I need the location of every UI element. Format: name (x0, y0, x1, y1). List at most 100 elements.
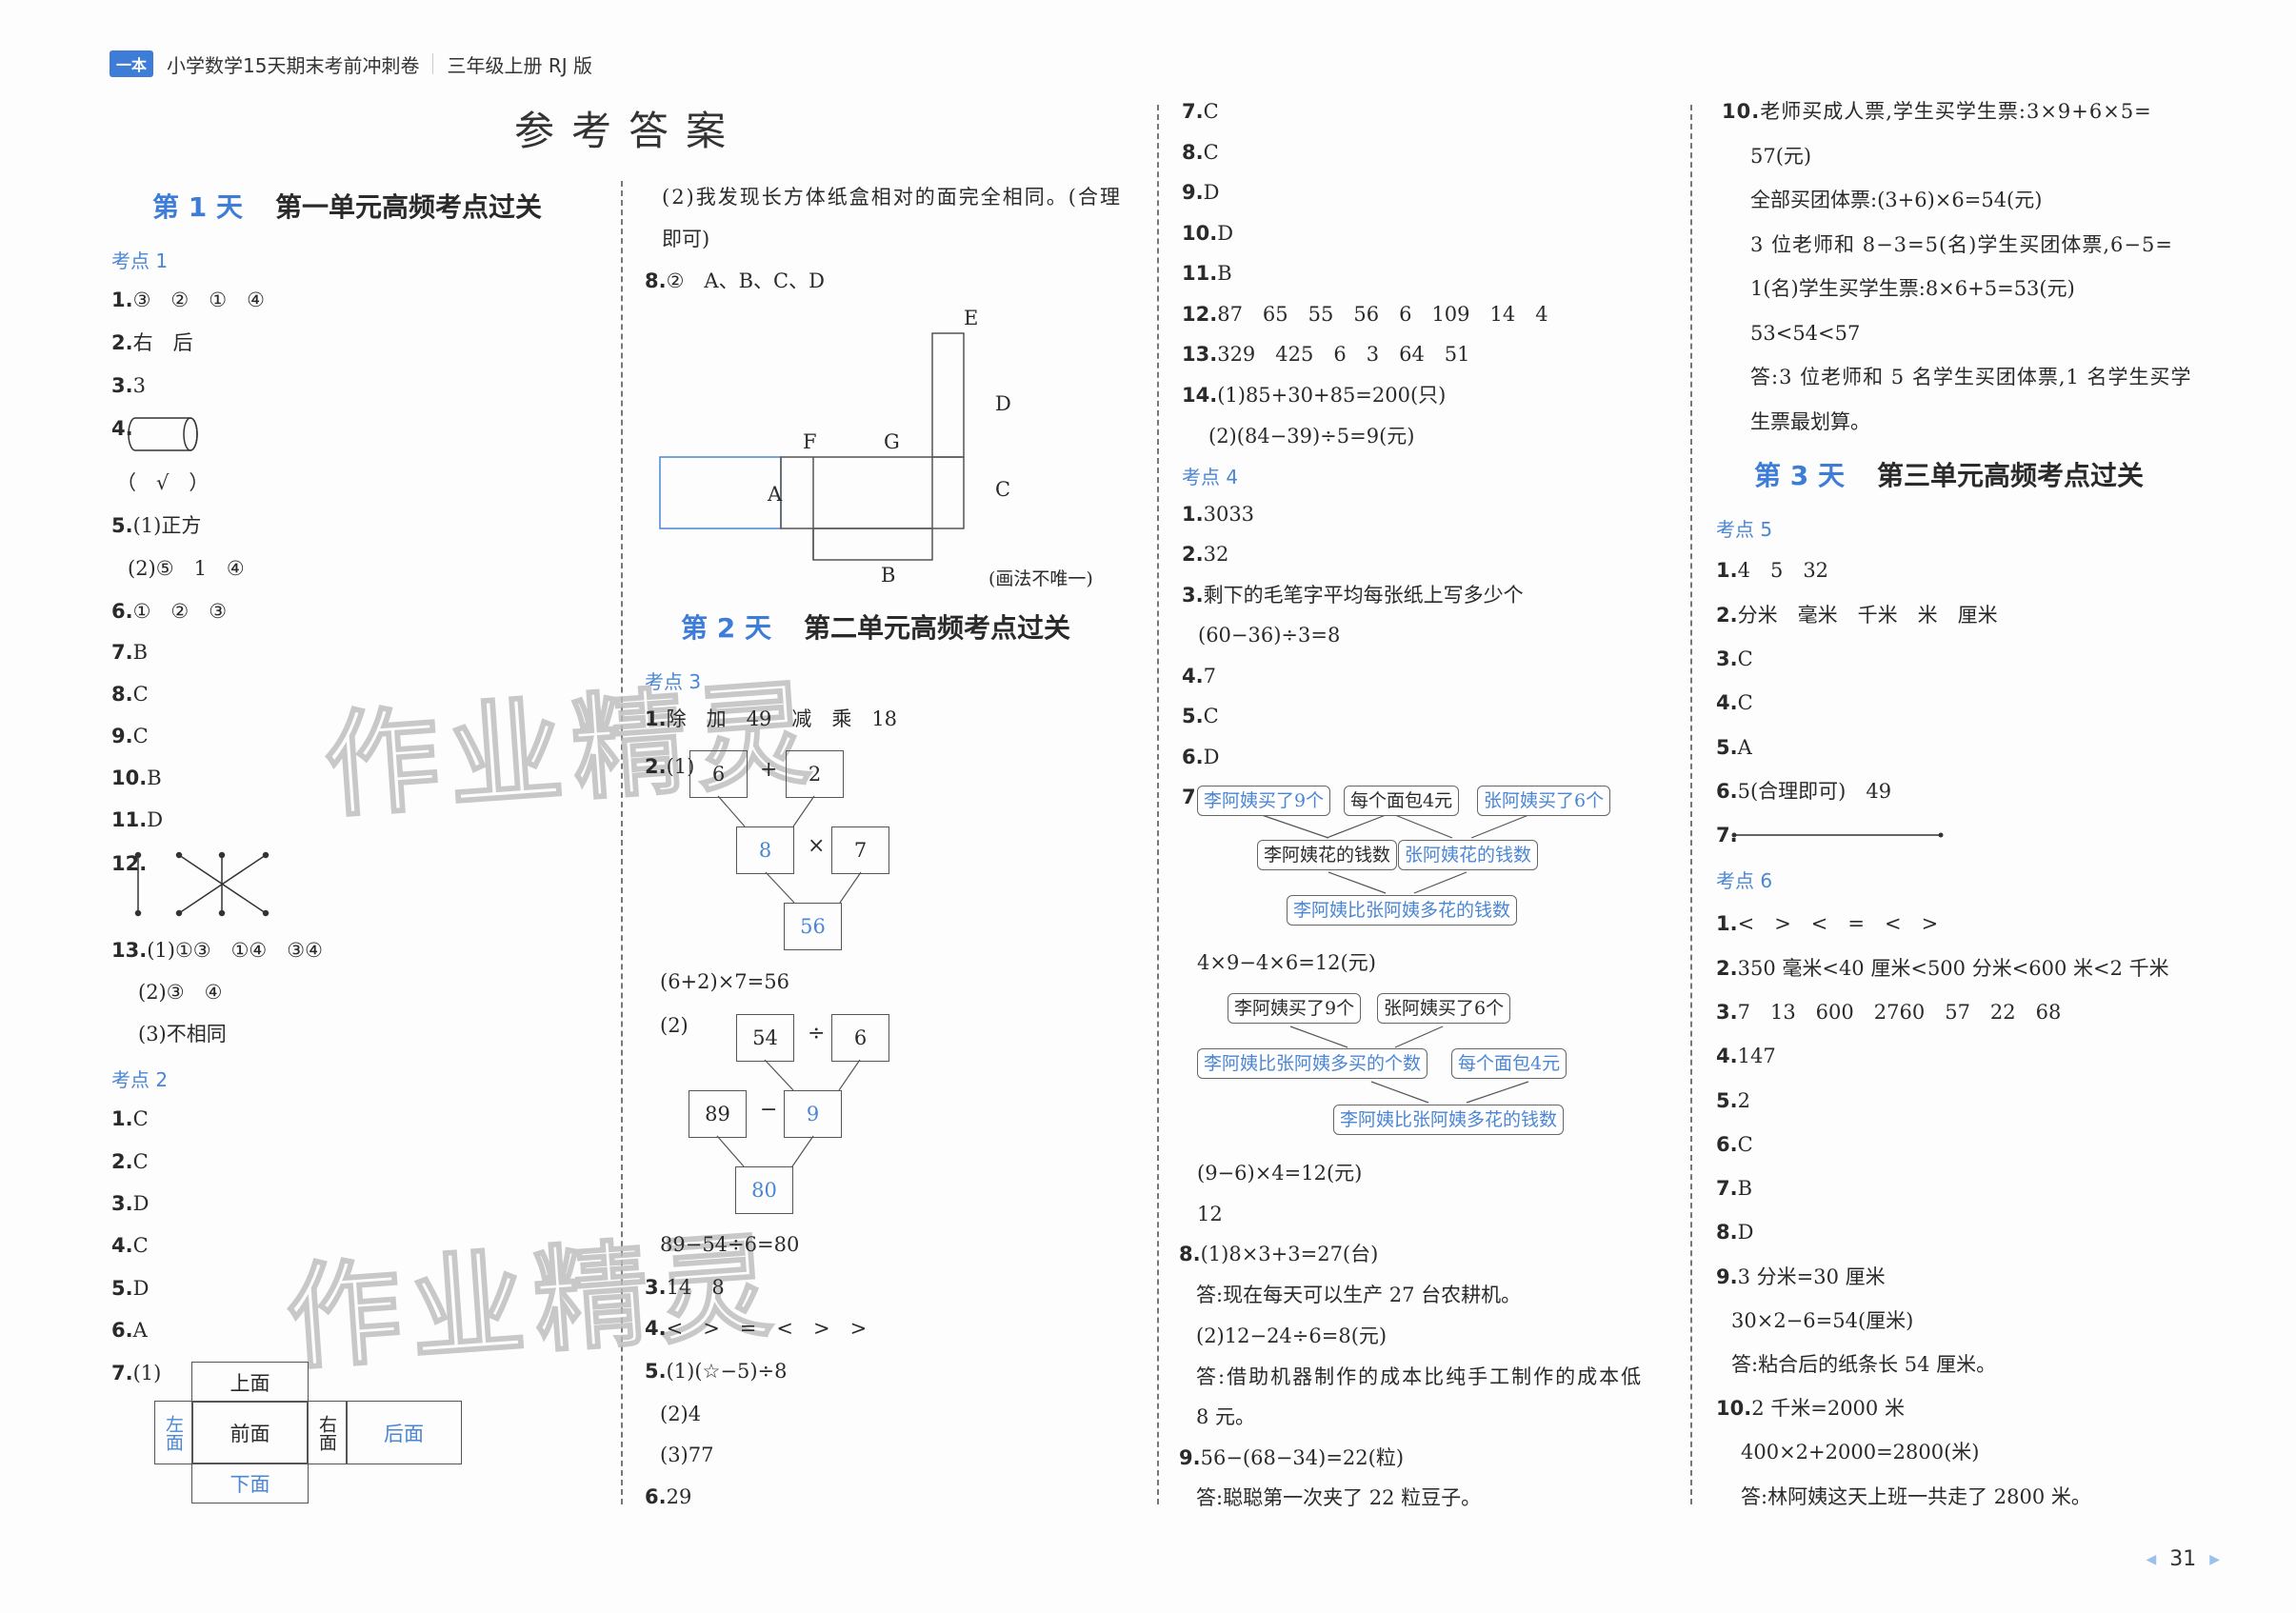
answer-subline: (60−36)÷3=8 (1198, 624, 1341, 647)
answer-line: 7.B (1716, 1177, 1753, 1200)
answer-subline: 答:粘合后的纸条长 54 厘米。 (1731, 1353, 1997, 1376)
answer-line: 11.B (1182, 262, 1232, 285)
answer-subline: 答:聪聪第一次夹了 22 粒豆子。 (1196, 1486, 1482, 1509)
answer-line: 5.A (1716, 736, 1752, 759)
header-divider (432, 53, 434, 74)
answer-subline: 12 (1197, 1203, 1223, 1225)
answer-line: 1.4 5 32 (1716, 559, 1829, 582)
answer-subline: 答:林阿姨这天上班一共走了 2800 米。 (1741, 1485, 2091, 1508)
answer-line: 8.(1)8×3+3=27(台) (1179, 1243, 1379, 1265)
answer-line: 13.(1)①③ ①④ ③④ (111, 939, 323, 962)
answer-line: 9.D (1182, 181, 1220, 204)
diag2-box: 每个面包4元 (1451, 1048, 1567, 1079)
answer-line: 1.< > < = < > (1716, 912, 1939, 935)
answer-line: 12.87 65 55 56 6 109 14 4 (1182, 303, 1548, 326)
answer-line: 6.A (111, 1319, 148, 1342)
column-divider (621, 181, 623, 1504)
answer-line: 2.右 后 (111, 331, 193, 354)
diag1-box: 每个面包4元 (1344, 786, 1460, 816)
answer-line: 2.(1) (645, 755, 695, 778)
answer-subline: 答:借助机器制作的成本比纯手工制作的成本低 (1196, 1365, 1644, 1388)
day-title: 第三单元高频考点过关 (1876, 460, 2144, 491)
cylinder-figure (128, 417, 198, 451)
next-arrow-icon: ▶ (2209, 1551, 2220, 1567)
page-title: 参考答案 (514, 108, 744, 154)
answer-subline: (2)我发现长方体纸盒相对的面完全相同。(合理 (662, 186, 1122, 209)
answer-subline: (2)(84−39)÷5=9(元) (1208, 425, 1415, 448)
day1-heading: 第 1 天第一单元高频考点过关 (152, 187, 542, 225)
tree1-box-b: 2 (786, 750, 844, 798)
fig-label-C: C (995, 478, 1011, 501)
answer-line: 4. (111, 417, 133, 440)
tree2-op2: − (760, 1098, 778, 1122)
answer-line: 2.分米 毫米 千米 米 厘米 (1716, 604, 1998, 627)
tree1-box-result: 56 (784, 903, 842, 950)
check-mark: （ √ ） (116, 471, 210, 494)
answer-line: 5.2 (1716, 1089, 1750, 1112)
answer-line: 8.C (1182, 141, 1219, 164)
net-right: 右面 (307, 1401, 348, 1464)
answer-line: 10.D (1182, 222, 1234, 245)
diag1-result: 李阿姨比张阿姨多花的钱数 (1287, 895, 1518, 926)
fig-label-E: E (964, 307, 979, 329)
tree2-box-a: 54 (736, 1014, 794, 1062)
fig-note: (画法不唯一) (988, 568, 1093, 589)
equation: (9−6)×4=12(元) (1197, 1162, 1363, 1185)
answer-subline: 即可) (662, 228, 710, 250)
answer-line: 4.7 (1182, 665, 1216, 687)
answer-line: 3.D (111, 1192, 150, 1215)
equation: (6+2)×7=56 (660, 970, 789, 993)
answer-line: 5.D (111, 1277, 150, 1300)
answer-line: 8.D (1716, 1221, 1754, 1244)
tree1-box-c: 8 (736, 826, 794, 874)
diag1-box: 张阿姨买了6个 (1477, 786, 1611, 816)
answer-subline: 生票最划算。 (1750, 410, 1870, 433)
section-label: 考点 3 (645, 670, 702, 693)
diag1-box: 张阿姨花的钱数 (1398, 840, 1539, 870)
answer-subline: 53<54<57 (1750, 322, 1861, 345)
answer-line: 2.32 (1182, 543, 1229, 566)
tree1-box-a: 6 (689, 750, 748, 798)
answer-subline: 全部买团体票:(3+6)×6=54(元) (1750, 189, 2043, 211)
answer-line: 7. (1716, 824, 1738, 846)
answer-line: 1.除 加 49 减 乘 18 (645, 707, 898, 730)
tree2-box-d: 9 (784, 1090, 842, 1138)
answer-line: 3.C (1716, 647, 1753, 670)
answer-subline: (2)12−24÷6=8(元) (1196, 1324, 1388, 1347)
diag2-box: 李阿姨买了9个 (1228, 993, 1362, 1024)
diag2-box: 李阿姨比张阿姨多买的个数 (1197, 1048, 1428, 1079)
fig-label-D: D (995, 392, 1011, 415)
diag1-box: 李阿姨买了9个 (1197, 786, 1331, 816)
answer-line: 6.D (1182, 746, 1220, 768)
answer-line: 10.2 千米=2000 米 (1716, 1397, 1905, 1420)
answer-line: 9.C (111, 725, 149, 747)
answer-line: 11.D (111, 808, 164, 831)
answer-line: 9.3 分米=30 厘米 (1716, 1265, 1886, 1288)
answer-subline: 答:3 位老师和 5 名学生买团体票,1 名学生买学 (1750, 366, 2192, 388)
answer-subline: 30×2−6=54(厘米) (1731, 1309, 1914, 1332)
answer-subline: (2)⑤ 1 ④ (128, 557, 245, 580)
day-title: 第二单元高频考点过关 (803, 612, 1070, 644)
answer-line: 10.老师买成人票,学生买学生票:3×9+6×5= (1722, 100, 2152, 123)
answer-line: 4.< > = < > > (645, 1317, 868, 1340)
tree2-connectors (716, 1059, 861, 1167)
diag2-result: 李阿姨比张阿姨多花的钱数 (1333, 1105, 1565, 1135)
answer-line: 6.C (1716, 1133, 1753, 1156)
prev-arrow-icon: ◀ (2146, 1551, 2157, 1567)
day-title: 第一单元高频考点过关 (274, 191, 542, 223)
answer-line: 6.5(合理即可) 49 (1716, 780, 1892, 803)
section-label: 考点 1 (111, 249, 169, 272)
answer-line: 10.B (111, 767, 162, 789)
answer-line: 4.147 (1716, 1045, 1776, 1067)
answer-line: 6.① ② ③ (111, 600, 228, 623)
answer-line: 5.(1)(☆−5)÷8 (645, 1360, 788, 1383)
tree2-box-c: 89 (689, 1090, 747, 1138)
answer-line: 3.3 (111, 374, 146, 397)
tree1-connectors (717, 795, 862, 904)
day-label: 第 3 天 (1754, 460, 1845, 491)
answer-line: 2.C (111, 1150, 149, 1173)
publisher-badge: 一本 (110, 50, 154, 77)
answer-line: 3.14 8 (645, 1276, 725, 1299)
tree1-op2: × (808, 834, 826, 858)
answer-line: 4.C (1716, 691, 1753, 714)
